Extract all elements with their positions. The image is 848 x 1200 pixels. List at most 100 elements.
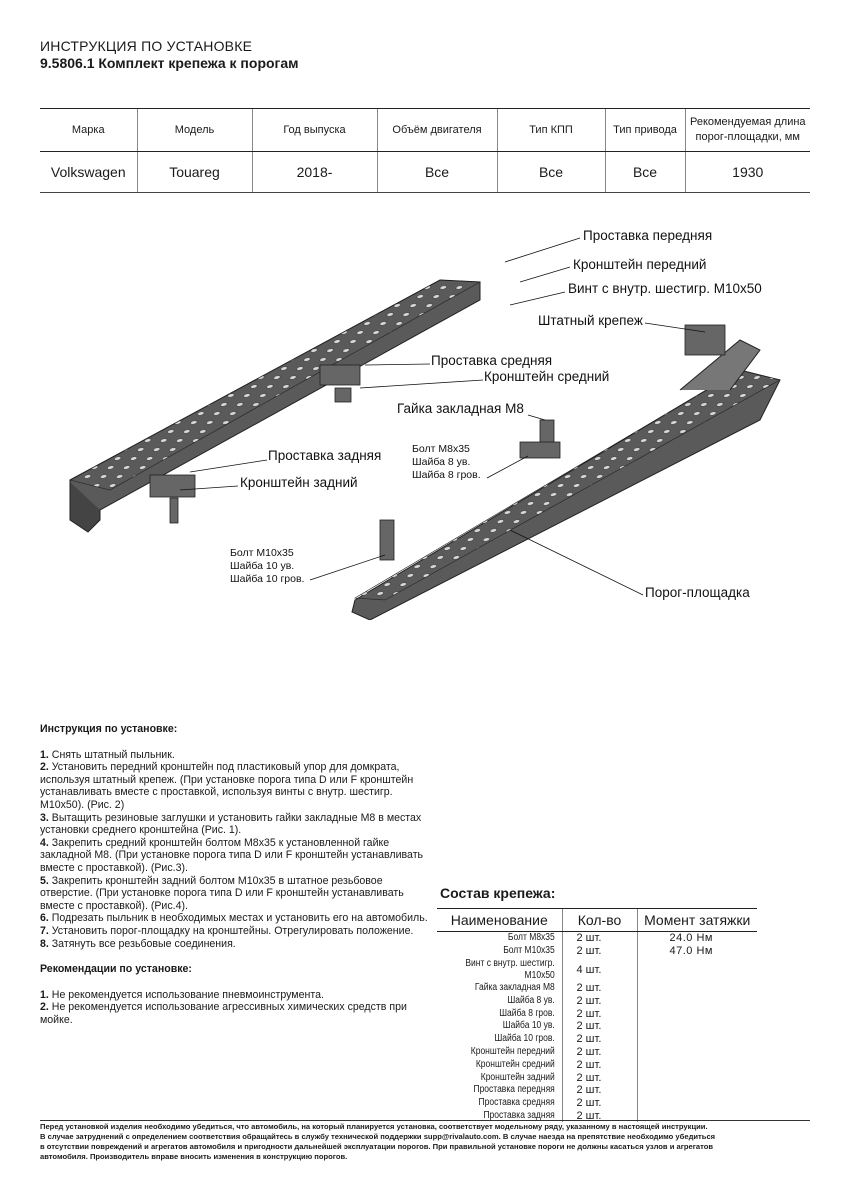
parts-header-torque: Момент затяжки (636, 908, 757, 932)
parts-row: Кронштейн передний 2 шт. (437, 1045, 757, 1059)
spec-value-engine: Все (376, 151, 497, 193)
part-qty: 4 шт. (561, 957, 637, 982)
spec-header-length: Рекомендуемая длина порог-площадки, мм (684, 108, 810, 152)
part-name: Гайка закладная M8 (474, 981, 555, 993)
part-torque (636, 1109, 757, 1123)
part-name: Винт с внутр. шестигр. M10x50 (465, 957, 555, 981)
part-torque (636, 1019, 757, 1033)
parts-row: Шайба 8 гров. 2 шт. (437, 1007, 757, 1020)
parts-row: Проставка передняя 2 шт. (437, 1083, 757, 1097)
step-4: 4. Закрепить средний кронштейн болтом M8… (40, 836, 424, 874)
step-2: 2. Установить передний кронштейн под пла… (40, 761, 414, 811)
part-torque (636, 981, 757, 995)
part-torque (636, 1096, 757, 1110)
part-qty: 2 шт. (561, 944, 637, 958)
part-qty: 2 шт. (561, 1019, 637, 1033)
label-hex-screw: Винт с внутр. шестигр. M10x50 (568, 281, 762, 296)
part-name: Кронштейн задний (480, 1071, 555, 1083)
part-torque (636, 957, 757, 982)
spec-header-gearbox: Тип КПП (496, 108, 605, 152)
front-step-board (351, 339, 781, 621)
parts-title: Состав крепежа: (440, 885, 556, 901)
parts-row: Шайба 8 ув.2 шт. (437, 994, 757, 1008)
instructions-title: Инструкция по установке: (40, 723, 178, 735)
parts-header-qty: Кол-во (561, 908, 637, 932)
step-1: 1. Снять штатный пыльник. (40, 748, 175, 761)
spec-header-model: Модель (136, 108, 252, 152)
part-name: Шайба 8 гров. (499, 1007, 555, 1019)
kit-title: 9.5806.1 Комплект крепежа к порогам (40, 55, 299, 71)
spec-header-make: Марка (40, 108, 137, 152)
spec-value-length: 1930 (684, 151, 810, 193)
label-front-spacer: Проставка передняя (583, 228, 713, 243)
spec-value-make: Volkswagen (40, 151, 137, 193)
rec-2: 2. Не рекомендуется использование агресс… (40, 1001, 407, 1026)
part-torque (636, 1071, 757, 1084)
part-torque (636, 1083, 757, 1097)
parts-row: Кронштейн задний 2 шт. (437, 1071, 757, 1084)
parts-row: Гайка закладная M8 2 шт. (437, 981, 757, 995)
part-name: Шайба 10 ув. (502, 1020, 555, 1032)
recommendations-title: Рекомендации по установке: (40, 963, 192, 976)
part-qty: 2 шт. (561, 1032, 637, 1046)
label-rear-spacer: Проставка задняя (268, 448, 382, 463)
parts-row: Проставка средняя 2 шт. (437, 1096, 757, 1110)
leader-lines (179, 237, 706, 596)
assembly-diagram: Проставка передняя Кронштейн передний Ви… (40, 107, 820, 621)
part-qty: 2 шт. (561, 994, 637, 1008)
label-front-bracket: Кронштейн передний (573, 257, 707, 272)
step-3: 3. Вытащить резиновые заглушки и установ… (40, 811, 422, 837)
part-torque (636, 994, 757, 1008)
spec-value-drive: Все (604, 151, 685, 193)
part-qty: 2 шт. (561, 1007, 637, 1020)
vehicle-spec-table: Марка Модель Год выпуска Объём двигателя… (40, 108, 810, 193)
part-qty: 2 шт. (561, 1071, 637, 1084)
spec-value-gearbox: Все (496, 151, 605, 193)
label-m10-fasteners: Болт M10x35 Шайба 10 ув. Шайба 10 гров. (230, 547, 305, 585)
step-8: 8. Затянуть все резьбовые соединения. (40, 937, 236, 950)
spec-value-year: 2018- (251, 151, 377, 193)
rec-1: 1. Не рекомендуется использование пневмо… (40, 988, 324, 1001)
part-name: Болт M8x35 (507, 932, 555, 944)
part-qty: 2 шт. (561, 1045, 637, 1059)
spec-header-drive: Тип привода (604, 108, 685, 152)
parts-header-name: Наименование (437, 908, 562, 932)
label-step-board: Порог-площадка (645, 585, 750, 600)
part-qty: 2 шт. (561, 1096, 637, 1110)
footer-notice: Перед установкой изделия необходимо убед… (40, 1120, 810, 1162)
step-board-drawing (69, 107, 781, 621)
document-title: ИНСТРУКЦИЯ ПО УСТАНОВКЕ (40, 38, 253, 54)
label-stock-fastener: Штатный крепеж (538, 313, 643, 328)
part-name: Болт M10x35 (503, 945, 555, 957)
part-qty: 2 шт. (561, 981, 637, 995)
part-torque: 47.0 Нм (636, 944, 757, 958)
parts-table: Наименование Кол-во Момент затяжки Болт … (437, 908, 757, 1123)
part-torque (636, 1007, 757, 1020)
part-name: Проставка задняя (483, 1109, 555, 1121)
part-name: Кронштейн передний (470, 1045, 555, 1057)
label-weld-nut: Гайка закладная M8 (397, 401, 524, 416)
part-qty: 2 шт. (561, 1109, 637, 1123)
part-qty: 2 шт. (561, 1083, 637, 1097)
part-name: Проставка средняя (478, 1097, 555, 1109)
parts-row: Шайба 10 гров. 2 шт. (437, 1032, 757, 1046)
part-name: Проставка передняя (473, 1084, 555, 1096)
part-torque: 24.0 Нм (636, 931, 757, 945)
step-7: 7. Установить порог-площадку на кронштей… (40, 924, 414, 937)
rear-step-board (69, 279, 482, 533)
part-torque (636, 1032, 757, 1046)
spec-header-engine: Объём двигателя (376, 108, 497, 152)
step-6: 6. Подрезать пыльник в необходимых места… (40, 912, 428, 925)
parts-row: Проставка задняя 2 шт. (437, 1109, 757, 1123)
part-torque (636, 1045, 757, 1059)
part-name: Шайба 10 гров. (494, 1033, 555, 1045)
label-m8-fasteners: Болт M8x35 Шайба 8 ув. Шайба 8 гров. (412, 443, 481, 481)
part-torque (636, 1058, 757, 1072)
label-rear-bracket: Кронштейн задний (240, 475, 358, 490)
spec-value-model: Touareg (136, 151, 252, 193)
step-5: 5. Закрепить кронштейн задний болтом M10… (40, 874, 404, 912)
parts-row: Шайба 10 ув. 2 шт. (437, 1019, 757, 1033)
